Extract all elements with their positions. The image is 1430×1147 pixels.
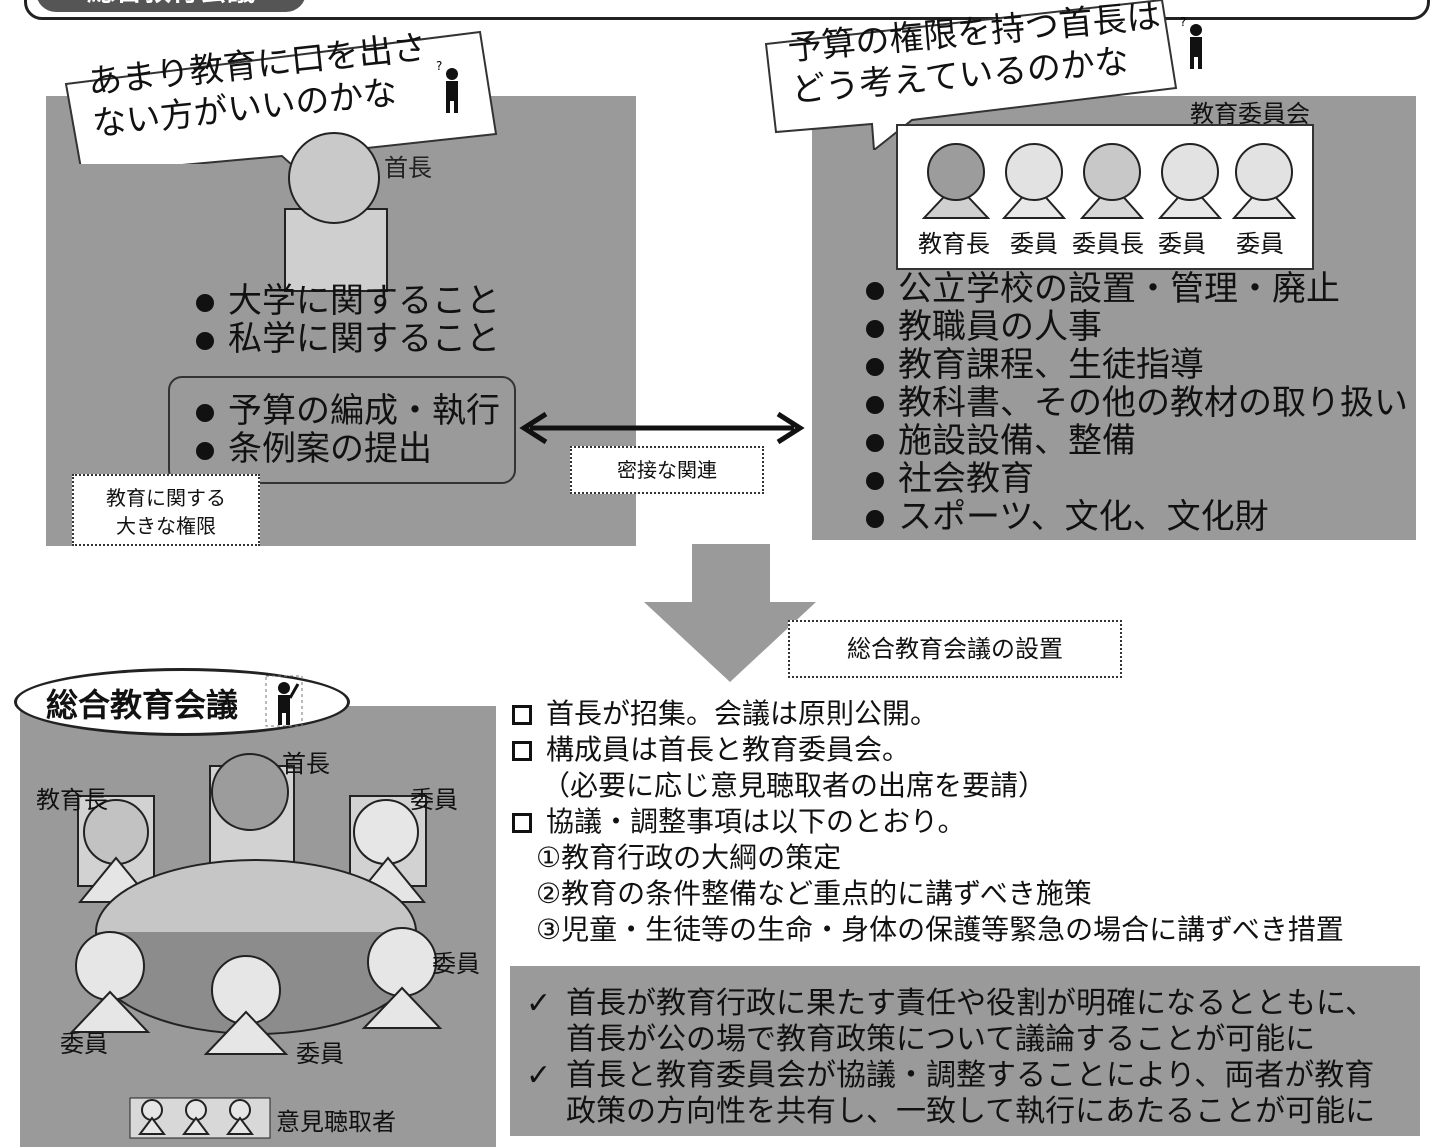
conclusion-line: 政策の方向性を共有し、一致して執行にあたることが可能に [566,1094,1376,1129]
thinking-person-icon: ? [436,59,458,113]
listeners-label: 意見聴取者 [276,1108,396,1136]
meeting-member-label: 委員 [432,950,480,978]
conclusion-panel [510,966,1420,1136]
right-bullet-list: 公立学校の設置・管理・廃止 教職員の人事 教育課程、生徒指導 教科書、その他の教… [866,270,1408,536]
meeting-member-label: 委員 [296,1040,344,1068]
list-item: 協議・調整事項は以下のとおり。 [512,804,1344,840]
conclusion-line: 首長が公の場で教育政策について議論することが可能に [566,1022,1316,1057]
member-label: 委員 [1010,230,1058,258]
list-item: 公立学校の設置・管理・廃止 [866,270,1408,308]
list-item: ✓ 首長と教育委員会が協議・調整することにより、両者が教育 政策の方向性を共有し… [526,1058,1375,1130]
member-icon [353,799,419,865]
left-speech-bubble: あまり教育に口を出さ ない方がいいのかな [60,24,500,164]
listener-icon [182,1099,210,1135]
list-item: 社会教育 [866,460,1408,498]
list-item: 教科書、その他の教材の取り扱い [866,384,1408,422]
list-item: 私学に関すること [196,320,500,358]
note-line-1: 教育に関する [106,486,226,510]
budget-frame [168,376,516,484]
bullet-icon [866,433,884,452]
meeting-member-label: 委員 [60,1030,108,1058]
bullet-icon [196,441,214,460]
head-person-icon [211,753,289,831]
member-label: 委員長 [1072,230,1144,258]
points-list: 首長が招集。会議は原則公開。 構成員は首長と教育委員会。 （必要に応じ意見聴取者… [512,696,1344,948]
relation-label: 密接な関連 [570,446,764,494]
check-icon: ✓ [526,986,552,1021]
committee-members-icons [921,143,1297,219]
sub-item: ③児童・生徒等の生命・身体の保護等緊急の場合に講ずべき措置 [536,913,1344,946]
bullet-icon [196,293,214,312]
bullet-icon [866,395,884,414]
note-line-2: 大きな権限 [116,514,216,538]
list-item: 首長が招集。会議は原則公開。 [512,696,1344,732]
down-arrow-icon [644,544,816,682]
list-item: ✓ 首長が教育行政に果たす責任や役割が明確になるとともに、 首長が公の場で教育政… [526,986,1375,1058]
committee-title: 教育委員会 [1190,100,1310,128]
list-item: 施設設備、整備 [866,422,1408,460]
bullet-icon [196,403,214,422]
bullet-icon [866,471,884,490]
checkbox-icon [512,813,532,833]
list-item: スポーツ、文化、文化財 [866,498,1408,536]
bubble-shape [64,30,498,164]
member-label: 委員 [1236,230,1284,258]
framed-bullet-list: 予算の編成・執行 条例案の提出 [196,392,500,468]
bullet-icon [866,357,884,376]
member-icon [75,931,145,1001]
header-title: 総合教育会議 [36,0,306,12]
checkbox-icon [512,705,532,725]
double-arrow-icon [519,411,805,445]
member-icon [1157,143,1223,219]
conclusion-line: 首長が教育行政に果たす責任や役割が明確になるとともに、 [566,986,1376,1021]
list-item: 構成員は首長と教育委員会。 [512,732,1344,768]
member-icon [1231,143,1297,219]
svg-text:?: ? [1180,15,1186,29]
check-icon: ✓ [526,1058,552,1093]
meeting-title: 総合教育会議 [46,686,239,724]
conclusion-line: 首長と教育委員会が協議・調整することにより、両者が教育 [566,1058,1375,1093]
meeting-title-badge [14,668,350,736]
conclusion-list: ✓ 首長が教育行政に果たす責任や役割が明確になるとともに、 首長が公の場で教育政… [526,986,1375,1130]
listener-icon [226,1099,254,1135]
head-person-icon [288,132,380,224]
left-bullet-list: 大学に関すること 私学に関すること [196,282,500,358]
list-item: 教育課程、生徒指導 [866,346,1408,384]
meeting-head-label: 首長 [282,750,330,778]
head-label: 首長 [384,154,432,182]
bullet-icon [196,331,214,350]
list-item: 条例案の提出 [196,430,500,468]
meeting-member-label: 委員 [410,786,458,814]
member-icon [367,927,437,997]
bullet-icon [866,319,884,338]
sub-note: （必要に応じ意見聴取者の出席を要請） [542,769,1047,802]
list-item: 大学に関すること [196,282,500,320]
sub-item: ①教育行政の大綱の策定 [536,841,842,874]
member-label: 教育長 [918,230,990,258]
member-icon [1079,143,1145,219]
list-item: 予算の編成・執行 [196,392,500,430]
authority-note: 教育に関する 大きな権限 [72,474,260,546]
bubble-shape [764,0,1178,150]
listener-icon [138,1099,166,1135]
member-icon [1001,143,1067,219]
list-item: 教職員の人事 [866,308,1408,346]
thinking-person-icon: ? [1180,15,1202,69]
meeting-scene [69,753,443,1139]
svg-text:?: ? [436,59,442,73]
sub-item: ②教育の条件整備など重点的に講ずべき施策 [536,877,1092,910]
bullet-icon [866,281,884,300]
member-icon [921,143,991,219]
meeting-superintendent-label: 教育長 [36,786,108,814]
bullet-icon [866,509,884,528]
speaking-person-icon [265,675,303,727]
member-label: 委員 [1158,230,1206,258]
checkbox-icon [512,741,532,761]
right-speech-bubble: 予算の権限を持つ首長は どう考えているのかな [762,0,1182,150]
setup-label: 総合教育会議の設置 [788,620,1122,678]
